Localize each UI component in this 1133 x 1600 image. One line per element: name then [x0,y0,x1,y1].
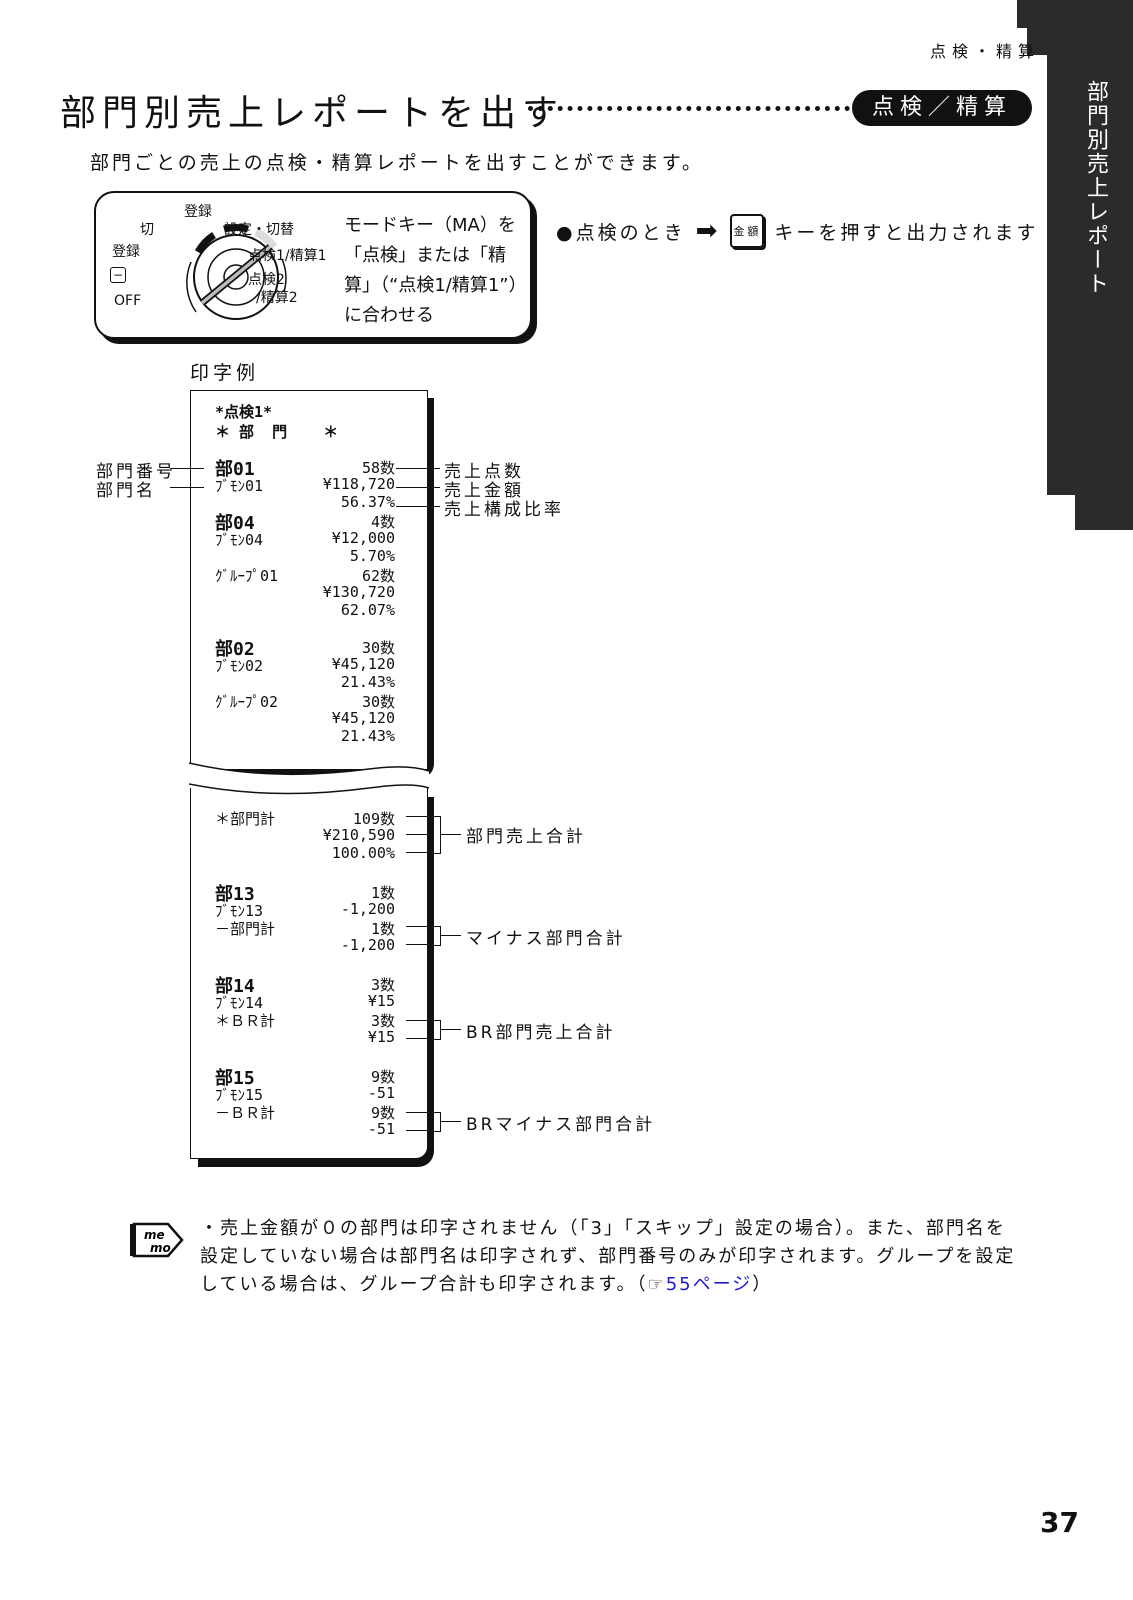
page-title: 部門別売上レポートを出す [60,93,565,134]
step-suffix: キーを押すと出力されます [774,221,1039,244]
dial-label-x1z1: 点検1/精算1 [248,248,327,264]
dial-label-bottom: OFF [114,293,142,309]
minus-key-icon: − [110,267,127,283]
torn-edge-top [189,783,429,795]
receipt-row-label: ﾌﾞﾓﾝ13 [215,902,264,920]
title-leader-dots [528,106,850,111]
receipt-row-label: ＊部門計 [215,810,276,828]
page-reference-link[interactable]: 55ページ [665,1274,753,1295]
receipt-row-label: ﾌﾞﾓﾝ02 [215,657,264,675]
callout-br-total: BR部門売上合計 [466,1023,616,1043]
svg-text:mo: mo [150,1241,171,1255]
callout-br-minus-total: BRマイナス部門合計 [466,1115,656,1135]
receipt-row-value: 4数 [370,513,395,531]
callout-dept-number: 部門番号 [96,462,176,482]
receipt-row-value: 1数 [370,920,395,938]
step-prefix: ●点検のとき [556,221,686,244]
callout-count: 売上点数 [444,462,524,482]
receipt-row-label: 部01 [215,459,255,480]
receipt-row-value: ¥118,720 [322,475,395,493]
chapter-heading: 点検・精算 [930,42,1041,61]
callout-minus-total: マイナス部門合計 [466,929,626,949]
receipt-row-value: ¥210,590 [322,826,395,844]
receipt-row-value: ¥15 [367,992,395,1010]
arrow-right-icon: ➡ [695,216,721,246]
amount-key-icon: 金額 [730,214,765,248]
dial-label-settings: 設定・切替 [224,222,294,238]
receipt-row-value: 62数 [361,567,395,585]
receipt-row-value: -1,200 [340,900,395,918]
page-number: 37 [1040,1506,1079,1539]
receipt-row-value: 9数 [370,1068,395,1086]
dial-label-off: 切 [140,222,154,238]
torn-edge [189,762,429,781]
intro-text: 部門ごとの売上の点検・精算レポートを出すことができます。 [90,152,704,174]
callout-ratio: 売上構成比率 [444,500,564,520]
receipt-row-value: -51 [367,1120,395,1138]
receipt-row-value: 1数 [370,884,395,902]
receipt-row-value: 58数 [361,459,395,477]
memo-body: ・売上金額が０の部門は印字されません（「3」「スキップ」設定の場合）。また、部門… [200,1218,1016,1295]
memo-close: ） [752,1274,773,1295]
receipt-header-line: *点検1* [215,403,273,421]
mode-dial-icon [186,224,287,320]
receipt-row-label: 部14 [215,976,255,997]
receipt-row-value: 5.70% [349,547,395,565]
step-instruction: ●点検のとき ➡ 金額 キーを押すと出力されます [556,214,1038,248]
receipt-row-value: ¥45,120 [331,655,395,673]
receipt-row-value: 62.07% [340,601,395,619]
receipt-row-label: 部15 [215,1068,255,1089]
receipt-row-label: ｸﾞﾙｰﾌﾟ01 [215,567,279,585]
receipt-row-value: 30数 [361,639,395,657]
receipt-row-value: ¥15 [367,1028,395,1046]
receipt-row-label: ＊ＢＲ計 [215,1012,276,1030]
callout-amount: 売上金額 [444,481,524,501]
callout-dept-name: 部門名 [96,481,156,501]
mode-badge: 点検／精算 [852,90,1032,126]
side-label: 部門別売上レポート [1083,80,1108,296]
receipt-row-label: ｸﾞﾙｰﾌﾟ02 [215,693,279,711]
receipt-row-label: ﾌﾞﾓﾝ15 [215,1086,264,1104]
memo-icon: me mo [130,1222,184,1258]
receipt-row-label: 部02 [215,639,255,660]
receipt-row-value: 21.43% [340,727,395,745]
receipt-row-value: 21.43% [340,673,395,691]
receipt-row-label: －ＢＲ計 [215,1104,276,1122]
receipt-row-label: ﾌﾞﾓﾝ01 [215,477,264,495]
receipt-row-value: ¥12,000 [331,529,395,547]
receipt-row-value: 56.37% [340,493,395,511]
dial-label-top: 登録 [184,204,212,220]
svg-text:me: me [144,1228,165,1242]
receipt-row-value: -1,200 [340,936,395,954]
receipt-row-label: －部門計 [215,920,276,938]
receipt-row-value: 9数 [370,1104,395,1122]
sample-label: 印字例 [190,362,260,384]
chapter-side-tab [1017,0,1133,530]
receipt-row-value: ¥130,720 [322,583,395,601]
receipt-row-value: -51 [367,1084,395,1102]
memo-text: ・売上金額が０の部門は印字されません（「3」「スキップ」設定の場合）。また、部門… [200,1215,1020,1299]
pointer-icon: ☞ [647,1274,666,1295]
receipt-row-label: 部13 [215,884,255,905]
callout-dept-total: 部門売上合計 [466,827,586,847]
receipt-row-label: ﾌﾞﾓﾝ04 [215,531,264,549]
receipt-row-value: 30数 [361,693,395,711]
mode-key-note: モードキー（MA）を「点検」または「精算」（“点検1/精算1”）に合わせる [344,215,518,326]
dial-label-x2: 点検2 [248,272,285,288]
receipt-row-label: ﾌﾞﾓﾝ14 [215,994,264,1012]
receipt-row-value: 3数 [370,1012,395,1030]
mode-key-box: 登録 切 設定・切替 登録 点検1/精算1 − 点検2 /精算2 OFF モード… [94,191,532,339]
dial-label-left: 登録 [112,244,140,260]
receipt-row-value: 109数 [352,810,395,828]
receipt-header-line: ＊ 部 門 ＊ [215,423,339,441]
receipt-row-value: ¥45,120 [331,709,395,727]
receipt-row-label: 部04 [215,513,255,534]
dial-label-z2: /精算2 [256,290,298,306]
receipt-row-value: 100.00% [331,844,395,862]
receipt-row-value: 3数 [370,976,395,994]
